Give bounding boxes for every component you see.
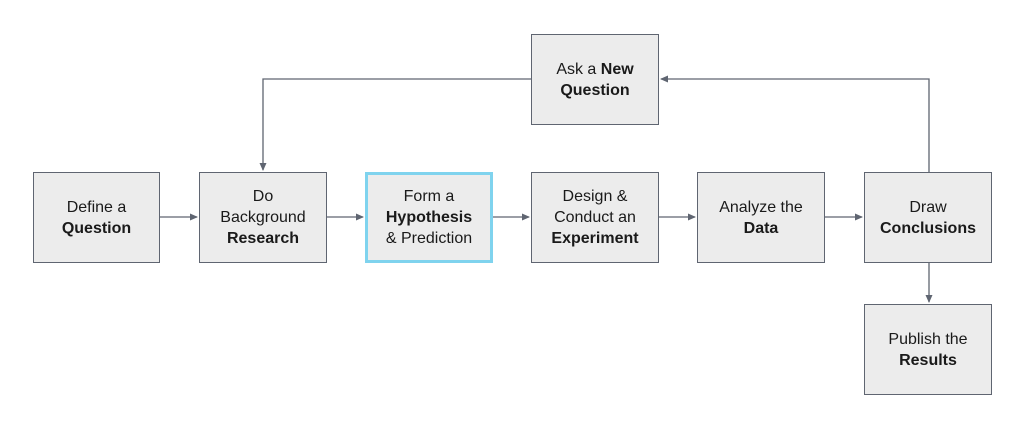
node-draw-line2: Conclusions [879, 219, 976, 237]
node-experiment-line2: Conduct an [554, 209, 636, 226]
node-new-question: Ask a New Question [531, 34, 659, 125]
node-experiment: Design & Conduct an Experiment [531, 172, 659, 263]
node-new-question-line1: Ask a New [556, 59, 633, 80]
node-hypothesis-line3: & Prediction [385, 230, 473, 247]
node-hypothesis: Form a Hypothesis & Prediction [365, 172, 493, 263]
node-new-question-line2: Question [560, 81, 630, 99]
node-new-question-bold: New [600, 60, 634, 78]
node-hypothesis-line1: Form a [403, 188, 455, 205]
node-analyze-line2: Data [743, 219, 779, 237]
node-hypothesis-line2: Hypothesis [385, 209, 473, 226]
node-background-research: Do Background Research [199, 172, 327, 263]
node-define-question: Define a Question [33, 172, 160, 263]
arrow-new-question-to-research [259, 78, 531, 171]
node-experiment-line3: Experiment [551, 230, 639, 247]
node-publish-results: Publish the Results [864, 304, 992, 395]
node-research-line3: Research [226, 230, 300, 247]
node-research-line1: Do [252, 188, 274, 205]
node-define-line1: Define a [66, 198, 127, 216]
node-define-line2: Question [61, 219, 132, 237]
node-draw-line1: Draw [909, 198, 947, 216]
node-research-line2: Background [220, 209, 306, 226]
node-new-question-prefix: Ask a [556, 60, 601, 78]
node-draw-conclusions: Draw Conclusions [864, 172, 992, 263]
node-experiment-line1: Design & [562, 188, 628, 205]
node-analyze-line1: Analyze the [719, 198, 803, 216]
node-publish-line1: Publish the [888, 330, 968, 348]
arrow-draw-to-new-question [660, 75, 930, 172]
node-analyze-data: Analyze the Data [697, 172, 825, 263]
node-publish-line2: Results [899, 351, 957, 369]
